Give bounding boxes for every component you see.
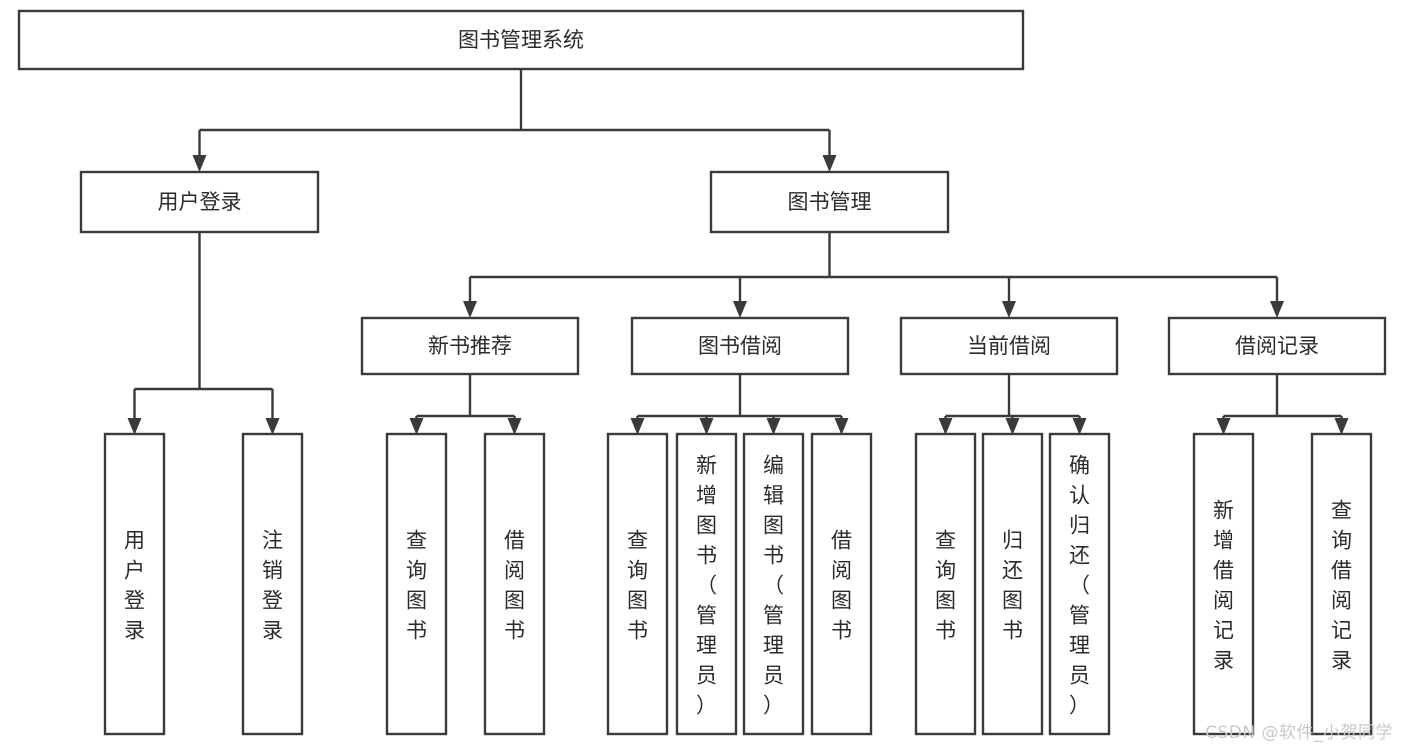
node-box-new-book-rec [360,316,580,376]
node-box-user-login [79,170,320,234]
csdn-watermark: CSDN @软件_小贺同学 [1205,723,1393,743]
node-box-leaf-query-book-1 [385,432,448,736]
node-leaf-query-book-2[interactable]: 查询图书 [606,432,669,736]
arrow-head-icon [1334,418,1349,435]
node-label-root: 图书管理系统 [458,28,584,52]
node-box-borrow-record [1167,316,1387,376]
node-label-leaf-edit-book: 编辑图书（管理员） [763,453,784,717]
node-label-leaf-user-login: 用户登录 [124,528,145,642]
node-label-leaf-query-record: 查询借阅记录 [1331,498,1352,672]
arrow-head-icon [409,418,424,435]
node-box-leaf-query-record [1310,432,1373,736]
arrow-head-icon [1072,418,1087,435]
node-label-leaf-confirm-return: 确认归还（管理员） [1069,453,1090,717]
node-leaf-borrow-book-2[interactable]: 借阅图书 [810,432,873,736]
node-leaf-add-record[interactable]: 新增借阅记录 [1192,432,1255,736]
arrow-head-icon [192,155,207,172]
node-leaf-query-record[interactable]: 查询借阅记录 [1310,432,1373,736]
arrow-head-icon [733,301,747,318]
node-box-leaf-return-book [981,432,1044,736]
node-current-borrow[interactable]: 当前借阅 [899,316,1119,376]
node-label-leaf-query-book-2: 查询图书 [627,528,648,642]
node-box-root [17,9,1025,71]
arrow-head-icon [507,418,522,435]
arrow-head-icon [463,301,477,318]
arrow-head-icon [127,418,142,435]
arrow-head-icon [834,418,849,435]
node-label-new-book-rec: 新书推荐 [428,334,512,358]
node-box-leaf-user-login [103,432,166,736]
arrow-head-icon [938,418,953,435]
node-leaf-query-book-3[interactable]: 查询图书 [914,432,977,736]
node-box-leaf-add-book [675,432,738,736]
node-label-leaf-add-record: 新增借阅记录 [1213,498,1234,672]
node-box-leaf-edit-book [742,432,805,736]
node-leaf-return-book[interactable]: 归还图书 [981,432,1044,736]
node-leaf-user-logout[interactable]: 注销登录 [241,432,304,736]
connector-edges-layer [127,69,1349,435]
node-book-borrow[interactable]: 图书借阅 [630,316,850,376]
arrow-head-icon [1002,301,1016,318]
node-box-book-manage [709,170,950,234]
node-leaf-confirm-return[interactable]: 确认归还（管理员） [1048,432,1111,736]
arrow-head-icon [1216,418,1231,435]
arrow-head-icon [265,418,280,435]
node-label-leaf-query-book-3: 查询图书 [935,528,956,642]
node-leaf-add-book[interactable]: 新增图书（管理员） [675,432,738,736]
node-box-current-borrow [899,316,1119,376]
node-label-leaf-add-book: 新增图书（管理员） [696,453,717,717]
arrow-head-icon [1005,418,1020,435]
arrow-head-icon [699,418,714,435]
node-label-leaf-borrow-book-2: 借阅图书 [831,528,852,642]
node-label-leaf-return-book: 归还图书 [1002,528,1023,642]
arrow-head-icon [766,418,781,435]
node-label-leaf-borrow-book-1: 借阅图书 [504,528,525,642]
node-label-current-borrow: 当前借阅 [967,334,1051,358]
node-book-manage[interactable]: 图书管理 [709,170,950,234]
node-leaf-query-book-1[interactable]: 查询图书 [385,432,448,736]
node-box-leaf-borrow-book-2 [810,432,873,736]
node-box-leaf-user-logout [241,432,304,736]
node-box-leaf-query-book-3 [914,432,977,736]
node-box-leaf-borrow-book-1 [483,432,546,736]
arrow-head-icon [1270,301,1284,318]
node-borrow-record[interactable]: 借阅记录 [1167,316,1387,376]
node-box-leaf-confirm-return [1048,432,1111,736]
node-box-book-borrow [630,316,850,376]
node-root[interactable]: 图书管理系统 [17,9,1025,71]
node-label-leaf-user-logout: 注销登录 [262,528,283,642]
node-label-book-manage: 图书管理 [788,190,872,214]
node-label-book-borrow: 图书借阅 [698,334,782,358]
node-box-leaf-add-record [1192,432,1255,736]
nodes-layer: 图书管理系统用户登录图书管理新书推荐图书借阅当前借阅借阅记录用户登录注销登录查询… [17,9,1387,736]
node-leaf-borrow-book-1[interactable]: 借阅图书 [483,432,546,736]
node-label-borrow-record: 借阅记录 [1235,334,1319,358]
arrow-head-icon [822,155,837,172]
node-label-leaf-query-book-1: 查询图书 [406,528,427,642]
node-leaf-user-login[interactable]: 用户登录 [103,432,166,736]
arrow-head-icon [630,418,645,435]
node-label-user-login: 用户登录 [158,190,242,214]
node-leaf-edit-book[interactable]: 编辑图书（管理员） [742,432,805,736]
node-user-login[interactable]: 用户登录 [79,170,320,234]
node-new-book-rec[interactable]: 新书推荐 [360,316,580,376]
node-box-leaf-query-book-2 [606,432,669,736]
